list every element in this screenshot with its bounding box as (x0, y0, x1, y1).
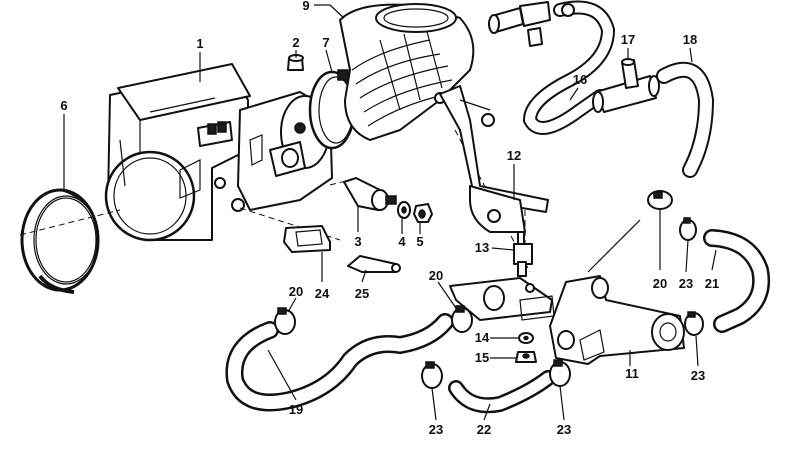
callout-23-lower-right: 23 (691, 368, 705, 383)
part-19-hose (225, 313, 454, 412)
clamp-20-middle (451, 305, 473, 333)
clamp-23-lower-middle (549, 359, 571, 387)
callout-23-lower-middle: 23 (557, 422, 571, 437)
callout-20-left: 20 (289, 284, 303, 299)
callout-5: 5 (416, 234, 423, 249)
part-22-hose (448, 370, 556, 414)
callout-15: 15 (475, 350, 489, 365)
callout-21: 21 (705, 276, 719, 291)
connector-fitting-top (488, 1, 551, 47)
clamp-20-right (647, 190, 673, 210)
part-21-hose (703, 229, 770, 333)
clamp-23-lower-right (684, 311, 704, 336)
callout-4: 4 (398, 234, 406, 249)
callout-3: 3 (354, 234, 361, 249)
callout-2: 2 (292, 35, 299, 50)
callout-13: 13 (475, 240, 489, 255)
clamp-20-left (274, 307, 296, 335)
callout-14: 14 (475, 330, 490, 345)
callout-12: 12 (507, 148, 521, 163)
callout-16: 16 (573, 72, 587, 87)
callout-24: 24 (315, 286, 330, 301)
part-12-bracket (439, 85, 549, 233)
leader-lines (63, 4, 717, 421)
callout-17: 17 (621, 32, 635, 47)
callout-9: 9 (302, 0, 309, 13)
part-6-clamp-ring (20, 188, 100, 294)
callout-25: 25 (355, 286, 369, 301)
part-16-hose (522, 0, 616, 135)
callout-6: 6 (60, 98, 67, 113)
part-4-washer (397, 201, 411, 219)
callout-labels: 1 2 3 4 5 6 7 9 11 12 13 14 15 16 17 18 … (60, 0, 719, 437)
callout-23-top: 23 (679, 276, 693, 291)
part-14-washer (518, 332, 534, 344)
clamp-23-lower-left (421, 361, 443, 389)
part-5-nut (413, 203, 433, 223)
callout-23-lower-left: 23 (429, 422, 443, 437)
part-3-sensor (343, 177, 397, 211)
part-15-nut (515, 351, 537, 363)
callout-19: 19 (289, 402, 303, 417)
part-18-hose (656, 61, 715, 178)
part-13-rubber-mount (513, 231, 533, 277)
part-11-aux-air-valve (449, 275, 685, 365)
part-25-cap (347, 255, 401, 273)
clamp-23-top (679, 217, 697, 241)
callout-20-middle: 20 (429, 268, 443, 283)
callout-18: 18 (683, 32, 697, 47)
part-24-connector (283, 225, 331, 253)
callout-11: 11 (625, 366, 639, 381)
callout-20-right: 20 (653, 276, 667, 291)
part-1-air-flow-meter (104, 63, 251, 242)
callout-1: 1 (196, 36, 203, 51)
callout-22: 22 (477, 422, 491, 437)
callout-7: 7 (322, 35, 329, 50)
part-17-t-piece (592, 58, 660, 113)
part-9-intake-boot (339, 3, 475, 141)
